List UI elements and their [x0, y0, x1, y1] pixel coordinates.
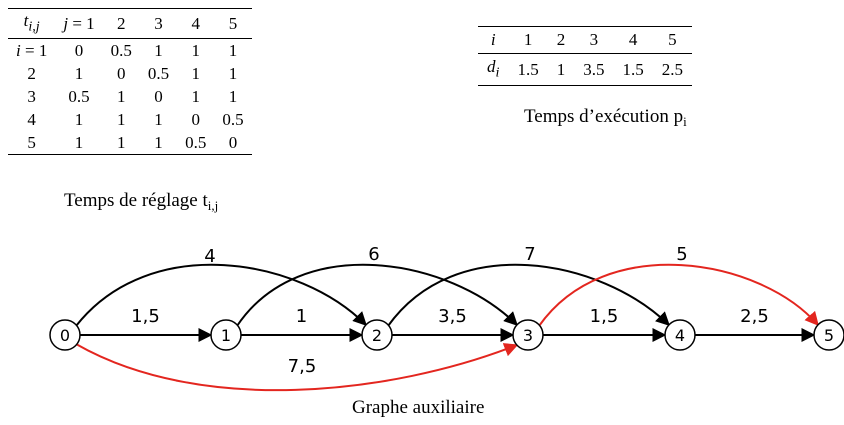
setup-table-row: 3 0.5 1 0 1 1: [8, 85, 252, 108]
edge-weight-label: 7: [524, 244, 535, 265]
edge-weight-label: 2,5: [740, 306, 769, 327]
setup-table-cell: 1: [117, 110, 126, 130]
exec-table-col-header: 1: [523, 30, 533, 49]
setup-table-cell: 0: [74, 41, 84, 61]
setup-table-cell: 0.5: [68, 87, 90, 107]
edge-weight-label: 6: [368, 244, 379, 265]
edge-weight-label: 1,5: [590, 306, 619, 327]
setup-table-cell: 1: [74, 110, 84, 130]
graph-node: [664, 319, 696, 351]
setup-table-col-header: 2: [117, 14, 126, 34]
graph-edge: [236, 263, 518, 327]
setup-table-row-label: 3: [27, 87, 36, 107]
setup-table-row: 5 1 1 1 0.5 0: [8, 131, 252, 155]
setup-table-cell: 0.5: [147, 64, 170, 84]
setup-table-col-header: 4: [191, 14, 201, 34]
graph-node-label: 3: [523, 326, 533, 345]
graph-edge: [387, 263, 671, 327]
setup-table-row-label: 4: [27, 110, 36, 130]
setup-table-col-header: j = 1: [63, 14, 95, 34]
exec-table-cell: 3.5: [583, 59, 605, 79]
setup-table-row-label: 2: [27, 64, 36, 84]
exec-table-col-header: 4: [628, 30, 638, 49]
setup-table-row: 4 1 1 1 0 0.5: [8, 108, 252, 131]
setup-table-corner: ti,j: [23, 11, 40, 35]
edge-weight-label: 1: [296, 306, 307, 327]
graph-caption: Graphe auxiliaire: [352, 397, 485, 418]
setup-table-cell: 0: [117, 64, 126, 84]
setup-table-cell: 1: [154, 110, 163, 130]
setup-table-col-header: 5: [228, 14, 238, 34]
setup-table-col-header: 3: [154, 14, 163, 34]
exec-table-header-row: i 1 2 3 4 5: [478, 26, 692, 54]
setup-table-row: i = 1 0 0.5 1 1 1: [8, 39, 252, 63]
setup-table-cell: 1: [74, 133, 84, 153]
exec-table-cell: 1.5: [622, 59, 644, 79]
exec-table-row-header: i: [490, 30, 496, 49]
graph-node-label: 0: [60, 326, 70, 345]
graph-node: [361, 319, 393, 351]
graph-node: [813, 319, 844, 351]
setup-table-cell: 1: [191, 87, 201, 107]
setup-table-cell: 1: [117, 133, 126, 153]
graph-nodes: 0 1 2 3 4 5: [49, 319, 844, 351]
edge-weight-label: 3,5: [438, 306, 467, 327]
execution-time-table: i 1 2 3 4 5 di 1.5 1 3.5 1.5 2.5: [478, 26, 692, 86]
setup-table-row-label: i = 1: [8, 39, 55, 63]
setup-table-cell: 0.5: [185, 133, 207, 153]
graph-node-label: 1: [221, 326, 231, 345]
exec-table-col-header: 2: [556, 30, 566, 49]
graph-edge-highlighted: [75, 343, 519, 392]
exec-table-cell: 1.5: [517, 59, 539, 79]
setup-table-cell: 1: [228, 87, 238, 107]
execution-table-caption: Temps d’exécution pi: [524, 106, 687, 129]
edge-weight-label: 7,5: [288, 356, 317, 377]
exec-table-cell: 1: [556, 59, 566, 79]
setup-table-cell: 1: [117, 87, 126, 107]
graph-node: [49, 319, 81, 351]
setup-table-cell: 1: [191, 64, 201, 84]
setup-table-cell: 0: [228, 133, 238, 153]
graph-edges: 1,5 1 3,5 1,5 2,5 4 6 7 5 7,5: [75, 244, 819, 392]
setup-table-cell: 0: [154, 87, 163, 107]
setup-table-cell: 1: [154, 133, 163, 153]
exec-table-col-header: 3: [589, 30, 599, 49]
setup-table-cell: 0.5: [110, 41, 132, 61]
graph-edge: [75, 263, 367, 327]
setup-table-header-row: ti,j j = 1 2 3 4 5: [8, 8, 252, 39]
setup-table-cell: 1: [228, 41, 238, 61]
setup-table-cell: 0: [191, 110, 201, 130]
setup-table-row-label: 5: [27, 133, 36, 153]
graph-node: [210, 319, 242, 351]
graph-node-label: 5: [824, 326, 834, 345]
setup-table-cell: 1: [154, 41, 163, 61]
exec-table-row: di 1.5 1 3.5 1.5 2.5: [478, 54, 692, 86]
setup-table-cell: 0.5: [222, 110, 244, 130]
graph-node-label: 2: [372, 326, 382, 345]
row-label-var: i: [16, 41, 21, 61]
graph-node: [512, 319, 544, 351]
edge-weight-label: 1,5: [131, 306, 160, 327]
graph-node-label: 4: [675, 326, 685, 345]
edge-weight-label: 5: [676, 244, 687, 265]
row-label-rest: = 1: [20, 41, 48, 61]
exec-table-row-label: di: [487, 57, 500, 81]
setup-table-cell: 1: [228, 64, 238, 84]
setup-table-cell: 1: [191, 41, 201, 61]
setup-table-caption: Temps de réglage ti,j: [64, 190, 219, 213]
setup-table-cell: 1: [74, 64, 84, 84]
edge-weight-label: 4: [204, 246, 215, 267]
exec-table-cell: 2.5: [661, 59, 683, 79]
graph-edge-highlighted: [538, 263, 819, 327]
exec-table-col-header: 5: [668, 30, 677, 49]
setup-table-row: 2 1 0 0.5 1 1: [8, 62, 252, 85]
setup-table-body: i = 1 0 0.5 1 1 1 2 1 0 0.5 1 1 3 0.5 1 0 1 1 4 1 1 1 0 0.5 5 1 1 1…: [8, 39, 252, 155]
